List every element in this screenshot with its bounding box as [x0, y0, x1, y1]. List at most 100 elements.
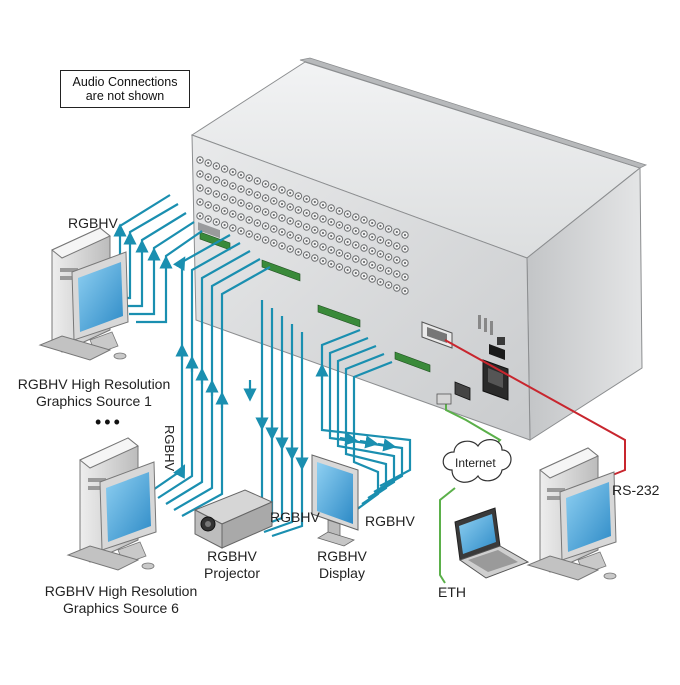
- bnc-connector-pin: [207, 203, 210, 207]
- bnc-connector-pin: [280, 244, 284, 248]
- bnc-connector-pin: [239, 187, 243, 191]
- bnc-connector-pin: [297, 194, 300, 198]
- bnc-connector-pin: [280, 216, 284, 220]
- bnc-connector-pin: [215, 220, 218, 224]
- power-inlet: [482, 344, 509, 401]
- eth-plug: [436, 393, 452, 405]
- bnc-connector-grid: [196, 156, 409, 295]
- bnc-connector-pin: [395, 272, 398, 276]
- bnc-connector-pin: [313, 242, 316, 246]
- cables-source6: [149, 234, 271, 517]
- source6-caption-line1: RGBHV High Resolution: [44, 583, 198, 599]
- source1-caption-line1: RGBHV High Resolution: [17, 376, 171, 392]
- rs232-label: RS-232: [612, 482, 660, 498]
- bnc-connector-pin: [330, 234, 333, 238]
- bnc-connector-pin: [321, 203, 325, 207]
- bnc-connector-pin: [338, 251, 341, 255]
- bnc-connector-pin: [387, 269, 390, 273]
- display-caption: RGBHV Display: [317, 548, 367, 582]
- bnc-connector-pin: [239, 201, 243, 205]
- bnc-connector-pin: [289, 191, 292, 195]
- bnc-connector-pin: [215, 164, 218, 168]
- bnc-connector-pin: [215, 206, 218, 210]
- source6-rgbhv-label: RGBHV: [162, 425, 177, 472]
- bnc-connector-pin: [403, 247, 407, 251]
- bnc-connector-pin: [256, 207, 259, 211]
- bnc-connector-pin: [354, 215, 357, 219]
- bnc-connector-pin: [297, 208, 300, 212]
- eth-label: ETH: [438, 584, 466, 600]
- internet-label: Internet: [455, 456, 496, 470]
- source1-caption-line2: Graphics Source 1: [36, 393, 152, 409]
- bnc-connector-pin: [330, 248, 333, 252]
- bnc-connector-pin: [346, 254, 349, 258]
- bnc-connector-pin: [198, 172, 202, 176]
- projector-caption-line1: RGBHV: [207, 548, 257, 564]
- pc-rs232: [526, 447, 617, 581]
- ethernet-port: [454, 381, 471, 401]
- bnc-connector-pin: [239, 229, 243, 233]
- source6-caption-line2: Graphics Source 6: [63, 600, 179, 616]
- bnc-connector-pin: [223, 209, 226, 213]
- bnc-connector-pin: [403, 233, 407, 237]
- bnc-connector-pin: [362, 232, 366, 236]
- bnc-connector-pin: [387, 227, 390, 231]
- bnc-connector-pin: [207, 189, 210, 193]
- display-rgbhv-label: RGBHV: [365, 513, 415, 529]
- cables-display: [315, 328, 412, 511]
- bnc-connector-pin: [272, 241, 275, 245]
- bnc-connector-pin: [264, 182, 267, 186]
- bnc-connector-pin: [248, 232, 251, 236]
- bnc-connector-pin: [346, 212, 349, 216]
- audio-note-line2: are not shown: [85, 89, 165, 103]
- bnc-connector-pin: [305, 225, 308, 229]
- bnc-connector-pin: [289, 205, 292, 209]
- bnc-connector-pin: [272, 185, 275, 189]
- bnc-connector-pin: [248, 218, 251, 222]
- bnc-connector-pin: [239, 215, 243, 219]
- bnc-connector-pin: [330, 220, 333, 224]
- bnc-connector-pin: [289, 233, 292, 237]
- bnc-connector-pin: [330, 206, 333, 210]
- bnc-connector-pin: [198, 186, 202, 190]
- bnc-connector-pin: [280, 230, 284, 234]
- projector-caption: RGBHV Projector: [204, 548, 260, 582]
- source1-rgbhv-label: RGBHV: [68, 215, 118, 231]
- bnc-connector-pin: [371, 235, 374, 239]
- bnc-connector-pin: [346, 240, 349, 244]
- source6-caption: RGBHV High Resolution Graphics Source 6: [45, 583, 198, 617]
- bnc-connector-pin: [248, 204, 251, 208]
- pc-source1: [38, 227, 129, 361]
- bnc-connector-pin: [305, 239, 308, 243]
- bnc-connector-pin: [395, 286, 398, 290]
- bnc-connector-pin: [231, 198, 234, 202]
- bnc-connector-pin: [346, 226, 349, 230]
- bnc-connector-pin: [379, 224, 382, 228]
- bnc-connector-pin: [338, 265, 341, 269]
- bnc-connector-pin: [313, 228, 316, 232]
- bnc-connector-pin: [198, 200, 202, 204]
- rs232-cable: [444, 339, 626, 479]
- display-monitor: [311, 454, 359, 547]
- bnc-connector-pin: [338, 223, 341, 227]
- bnc-connector-pin: [231, 226, 234, 230]
- display-caption-line1: RGBHV: [317, 548, 367, 564]
- projector: [193, 489, 274, 549]
- bnc-connector-pin: [305, 253, 308, 257]
- matrix-switcher: [190, 57, 648, 441]
- bnc-connector-pin: [256, 179, 259, 183]
- bnc-connector-pin: [379, 280, 382, 284]
- bnc-connector-pin: [371, 277, 374, 281]
- bnc-connector-pin: [387, 255, 390, 259]
- bnc-connector-pin: [313, 214, 316, 218]
- bnc-connector-pin: [354, 271, 357, 275]
- bnc-connector-pin: [272, 213, 275, 217]
- bnc-connector-pin: [321, 217, 325, 221]
- bnc-connector-pin: [264, 224, 267, 228]
- bnc-connector-pin: [264, 210, 267, 214]
- bnc-connector-pin: [272, 227, 275, 231]
- bnc-connector-pin: [215, 192, 218, 196]
- bnc-connector-pin: [379, 238, 382, 242]
- bnc-connector-pin: [223, 223, 226, 227]
